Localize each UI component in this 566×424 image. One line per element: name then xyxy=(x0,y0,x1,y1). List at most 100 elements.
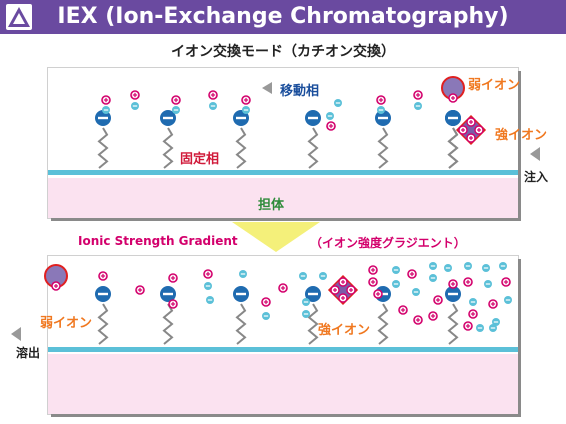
mobile-phase-label: 移動相 xyxy=(280,84,320,99)
anion-ion xyxy=(326,112,334,120)
cation-ion xyxy=(168,273,178,283)
cation-ion xyxy=(488,299,498,309)
anion-ion xyxy=(334,99,342,107)
ligand xyxy=(445,110,461,169)
stationary-bed-line-bottom xyxy=(48,347,518,352)
cation-ion xyxy=(278,283,288,293)
ligand xyxy=(375,110,391,169)
cation-ion xyxy=(413,90,423,100)
gradient-label-en: Ionic Strength Gradient xyxy=(78,234,238,248)
stationary-phase-label: 固定相 xyxy=(180,152,220,167)
anion-ion xyxy=(392,266,400,274)
ligand xyxy=(233,286,249,345)
ligand xyxy=(305,110,321,169)
anion-ion xyxy=(414,102,422,110)
anion-ion xyxy=(464,262,472,270)
cation-ion xyxy=(261,297,271,307)
cation-ion xyxy=(208,90,218,100)
top-panel-graphic xyxy=(95,76,487,169)
strong-ion xyxy=(455,114,487,146)
cation-ion xyxy=(326,121,336,131)
anion-ion xyxy=(102,106,110,114)
anion-ion xyxy=(469,298,477,306)
cation-ion xyxy=(241,95,251,105)
anion-ion xyxy=(302,298,310,306)
cation-ion xyxy=(448,279,458,289)
logo-icon xyxy=(6,4,32,30)
anion-ion xyxy=(429,274,437,282)
anion-ion xyxy=(204,282,212,290)
cation-ion xyxy=(98,271,108,281)
ligand xyxy=(95,286,111,345)
column-panel-after xyxy=(44,256,518,414)
page-title: IEX (Ion-Exchange Chromatography) xyxy=(57,4,509,29)
anion-ion xyxy=(482,264,490,272)
cation-ion xyxy=(368,265,378,275)
bottom-panel-graphic xyxy=(44,262,512,345)
cation-ion xyxy=(203,269,213,279)
cation-ion xyxy=(463,321,473,331)
cation-ion xyxy=(501,277,511,287)
cation-ion xyxy=(373,289,383,299)
cation-ion xyxy=(428,311,438,321)
weak-ion-label-top: 弱イオン xyxy=(468,78,521,93)
anion-ion xyxy=(476,324,484,332)
ligand xyxy=(445,286,461,345)
anion-ion xyxy=(392,280,400,288)
cation-ion xyxy=(101,95,111,105)
cation-ion xyxy=(433,295,443,305)
cation-ion xyxy=(130,90,140,100)
anion-ion xyxy=(172,106,180,114)
cation-ion xyxy=(468,309,478,319)
cation-ion xyxy=(376,95,386,105)
cation-ion xyxy=(407,269,417,279)
anion-ion xyxy=(377,106,385,114)
cation-ion xyxy=(398,305,408,315)
inject-arrow-icon xyxy=(530,147,540,161)
ligand xyxy=(305,286,321,345)
column-panel-before xyxy=(48,68,518,218)
ligand xyxy=(233,110,249,169)
weak-ion xyxy=(44,264,68,291)
stationary-bed-line xyxy=(48,170,518,175)
anion-ion xyxy=(209,102,217,110)
diagram-subtitle: イオン交換モード（カチオン交換） xyxy=(171,44,395,60)
ligand xyxy=(160,110,176,169)
anion-ion xyxy=(484,280,492,288)
anion-ion xyxy=(242,106,250,114)
elute-arrow-icon xyxy=(11,327,21,341)
anion-ion xyxy=(206,296,214,304)
gradient-label-jp: （イオン強度グラジエント） xyxy=(310,236,466,250)
elute-label: 溶出 xyxy=(16,346,41,360)
ligand xyxy=(95,110,111,169)
anion-ion xyxy=(489,324,497,332)
inject-label: 注入 xyxy=(524,170,549,184)
weak-ion xyxy=(441,76,465,103)
cation-ion xyxy=(368,277,378,287)
anion-ion xyxy=(319,272,327,280)
strong-ion xyxy=(327,274,359,306)
gradient-arrow-icon xyxy=(232,222,320,252)
anion-ion xyxy=(444,264,452,272)
anion-ion xyxy=(492,318,500,326)
ligand xyxy=(160,286,176,345)
support-label: 担体 xyxy=(258,198,285,213)
support-region-bottom xyxy=(48,354,518,414)
strong-ion-label-bottom: 強イオン xyxy=(318,323,371,338)
anion-ion xyxy=(239,270,247,278)
anion-ion xyxy=(131,102,139,110)
cation-ion xyxy=(171,95,181,105)
cation-ion xyxy=(168,299,178,309)
strong-ion-label-top: 強イオン xyxy=(495,128,548,143)
weak-ion-label-bottom: 弱イオン xyxy=(40,316,93,331)
anion-ion xyxy=(412,288,420,296)
anion-ion xyxy=(504,296,512,304)
cation-ion xyxy=(135,285,145,295)
anion-ion xyxy=(262,312,270,320)
title-bar xyxy=(0,0,566,34)
support-region xyxy=(48,178,518,218)
anion-ion xyxy=(429,262,437,270)
anion-ion xyxy=(299,272,307,280)
cation-ion xyxy=(463,277,473,287)
anion-ion xyxy=(499,262,507,270)
